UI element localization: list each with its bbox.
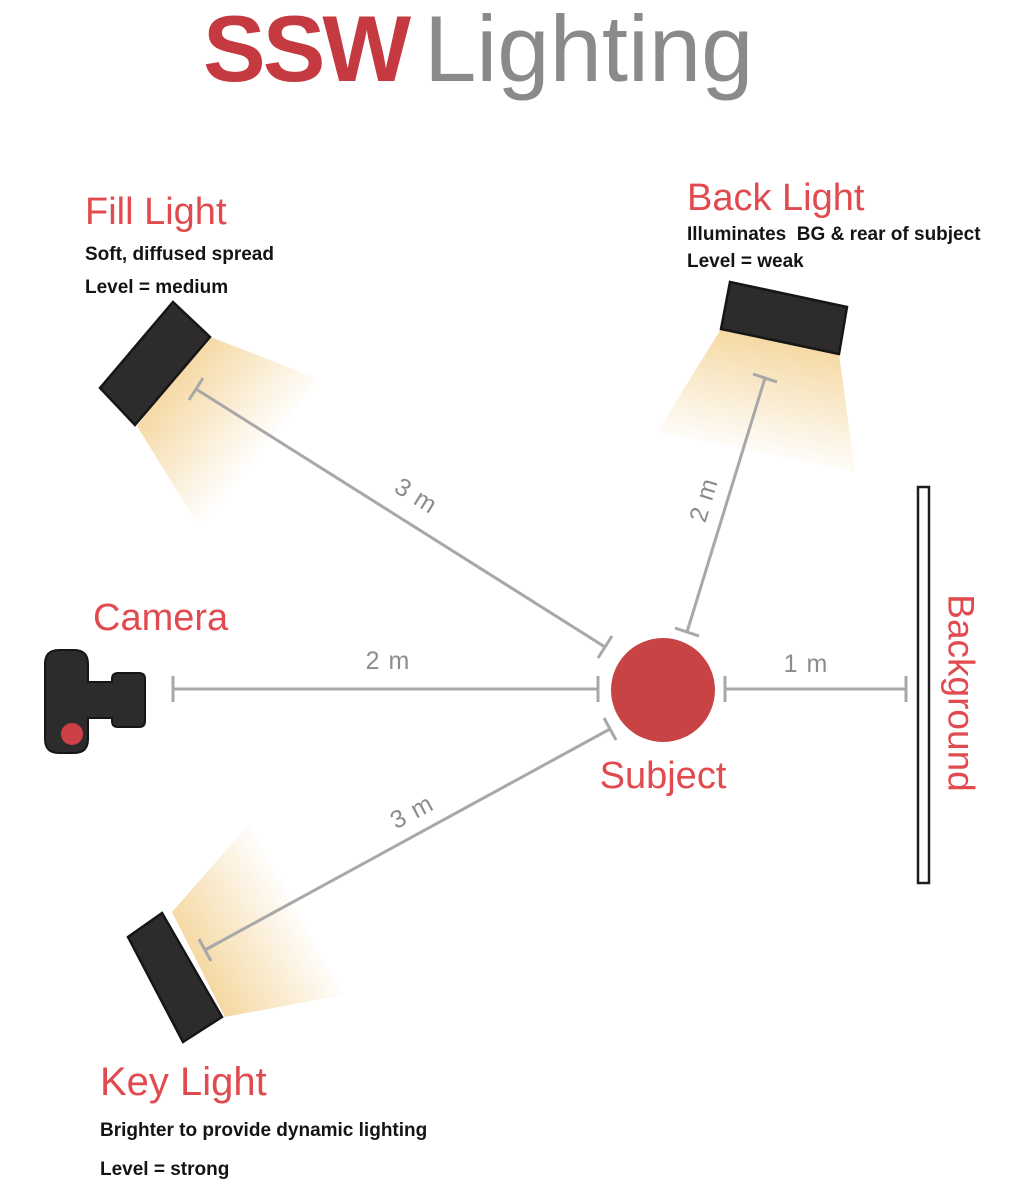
camera-icon	[44, 649, 146, 754]
background-panel	[916, 485, 931, 885]
background-distance-line	[723, 676, 908, 702]
back-light-head	[719, 280, 849, 356]
back-distance-line	[674, 372, 778, 638]
camera-distance-line	[171, 676, 600, 702]
subject-circle	[611, 638, 715, 742]
camera-body	[44, 649, 146, 754]
fill-distance-line	[187, 377, 614, 659]
background-distance-label: 1 m	[784, 650, 829, 678]
fill-light-head	[98, 300, 212, 427]
fill-distance-label: 3 m	[390, 472, 443, 519]
fill-light-beam	[137, 336, 319, 528]
back-distance-label: 2 m	[684, 475, 724, 526]
camera-shutter-dot	[61, 723, 83, 745]
back-light-beam	[657, 329, 855, 472]
camera-distance-label: 2 m	[366, 647, 411, 675]
key-light-head	[126, 911, 224, 1044]
key-distance-line	[197, 717, 618, 962]
